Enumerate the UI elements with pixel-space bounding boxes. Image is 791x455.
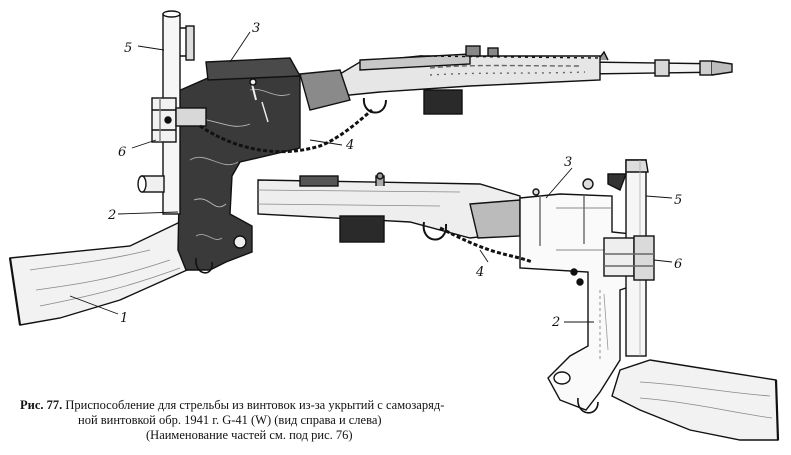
left-barrel xyxy=(584,50,733,77)
left-trigger-guard xyxy=(362,97,387,114)
right-magazine xyxy=(339,215,385,243)
right-rifle-view xyxy=(257,159,780,441)
left-armor-shield xyxy=(175,57,302,274)
left-leader-lines xyxy=(69,31,343,315)
right-chain xyxy=(439,226,533,264)
caption-line-3: (Наименование частей см. под рис. 76) xyxy=(146,428,353,442)
right-stock-wrist xyxy=(469,199,521,239)
left-callout-3: 3 xyxy=(252,21,260,36)
right-butt-stock xyxy=(611,359,780,441)
left-chain xyxy=(199,108,373,154)
left-callout-2: 2 xyxy=(107,208,116,223)
right-callout-4: 4 xyxy=(475,265,484,280)
caption-line-1: Рис. 77. Приспособление для стрельбы из … xyxy=(20,398,560,413)
right-leader-lines xyxy=(479,167,673,323)
figure-caption: Рис. 77. Приспособление для стрельбы из … xyxy=(20,398,560,443)
left-receiver xyxy=(329,45,601,97)
caption-line-1-text: Приспособление для стрельбы из винтовок … xyxy=(65,398,445,412)
left-magazine xyxy=(423,89,463,115)
left-callout-4: 4 xyxy=(345,138,354,153)
left-callout-6: 6 xyxy=(118,145,126,160)
right-trigger-guard xyxy=(422,221,448,241)
caption-label: Рис. 77. xyxy=(20,398,63,412)
left-callout-5: 5 xyxy=(124,41,132,56)
left-callout-1: 1 xyxy=(120,311,128,326)
right-callout-2: 2 xyxy=(551,315,560,330)
left-clamp xyxy=(151,97,207,143)
right-armor-shield xyxy=(519,178,633,414)
left-stock-wrist xyxy=(299,69,351,111)
right-callout-6: 6 xyxy=(674,257,682,272)
right-callout-3: 3 xyxy=(564,155,572,170)
left-rifle-view xyxy=(8,10,733,326)
caption-line-2: ной винтовкой обр. 1941 г. G-41 (W) (вид… xyxy=(78,413,382,427)
right-clamp xyxy=(603,235,655,281)
right-callout-5: 5 xyxy=(674,193,682,208)
